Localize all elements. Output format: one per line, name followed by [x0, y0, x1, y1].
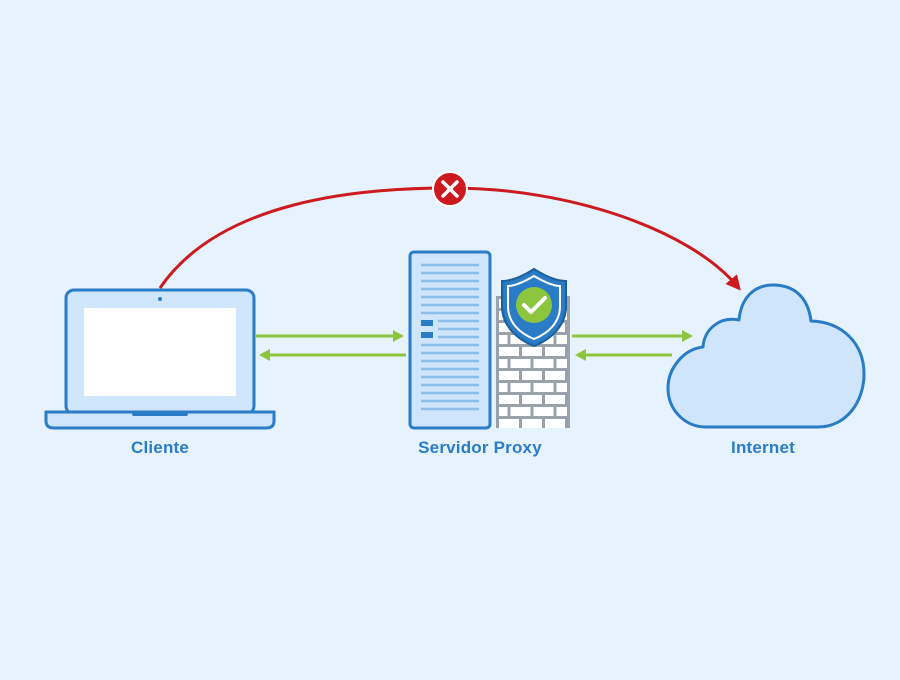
brick	[510, 383, 531, 392]
brick	[545, 371, 565, 380]
client-proxy-arrows	[256, 330, 406, 361]
brick	[499, 371, 519, 380]
brick	[499, 419, 519, 428]
brick	[499, 359, 508, 368]
arrow-proxy-to-internet	[572, 330, 693, 342]
arrow-internet-to-proxy	[575, 349, 672, 361]
blocked-direct-connection	[158, 171, 741, 291]
shield-check-icon	[501, 267, 567, 348]
x-icon	[432, 171, 468, 207]
proxy-internet-arrows	[572, 330, 693, 361]
brick	[499, 407, 508, 416]
brick	[499, 383, 508, 392]
brick	[499, 347, 519, 356]
laptop-icon	[44, 288, 276, 430]
brick	[556, 407, 567, 416]
internet-label: Internet	[731, 438, 795, 457]
arrow-client-to-proxy	[256, 330, 404, 342]
brick	[556, 383, 567, 392]
brick	[499, 335, 508, 344]
cloud-icon	[666, 283, 866, 429]
brick	[522, 371, 542, 380]
brick	[545, 395, 565, 404]
server-icon	[408, 250, 492, 430]
brick	[499, 395, 519, 404]
arrow-proxy-to-client	[259, 349, 406, 361]
brick	[510, 407, 531, 416]
brick	[556, 359, 567, 368]
brick	[545, 347, 565, 356]
brick	[545, 419, 565, 428]
brick	[522, 395, 542, 404]
brick	[533, 383, 554, 392]
brick	[533, 359, 554, 368]
brick	[533, 407, 554, 416]
client-label: Cliente	[130, 438, 190, 457]
brick	[522, 347, 542, 356]
brick	[522, 419, 542, 428]
brick	[510, 359, 531, 368]
brick	[556, 335, 567, 344]
proxy-label: Servidor Proxy	[418, 438, 542, 457]
